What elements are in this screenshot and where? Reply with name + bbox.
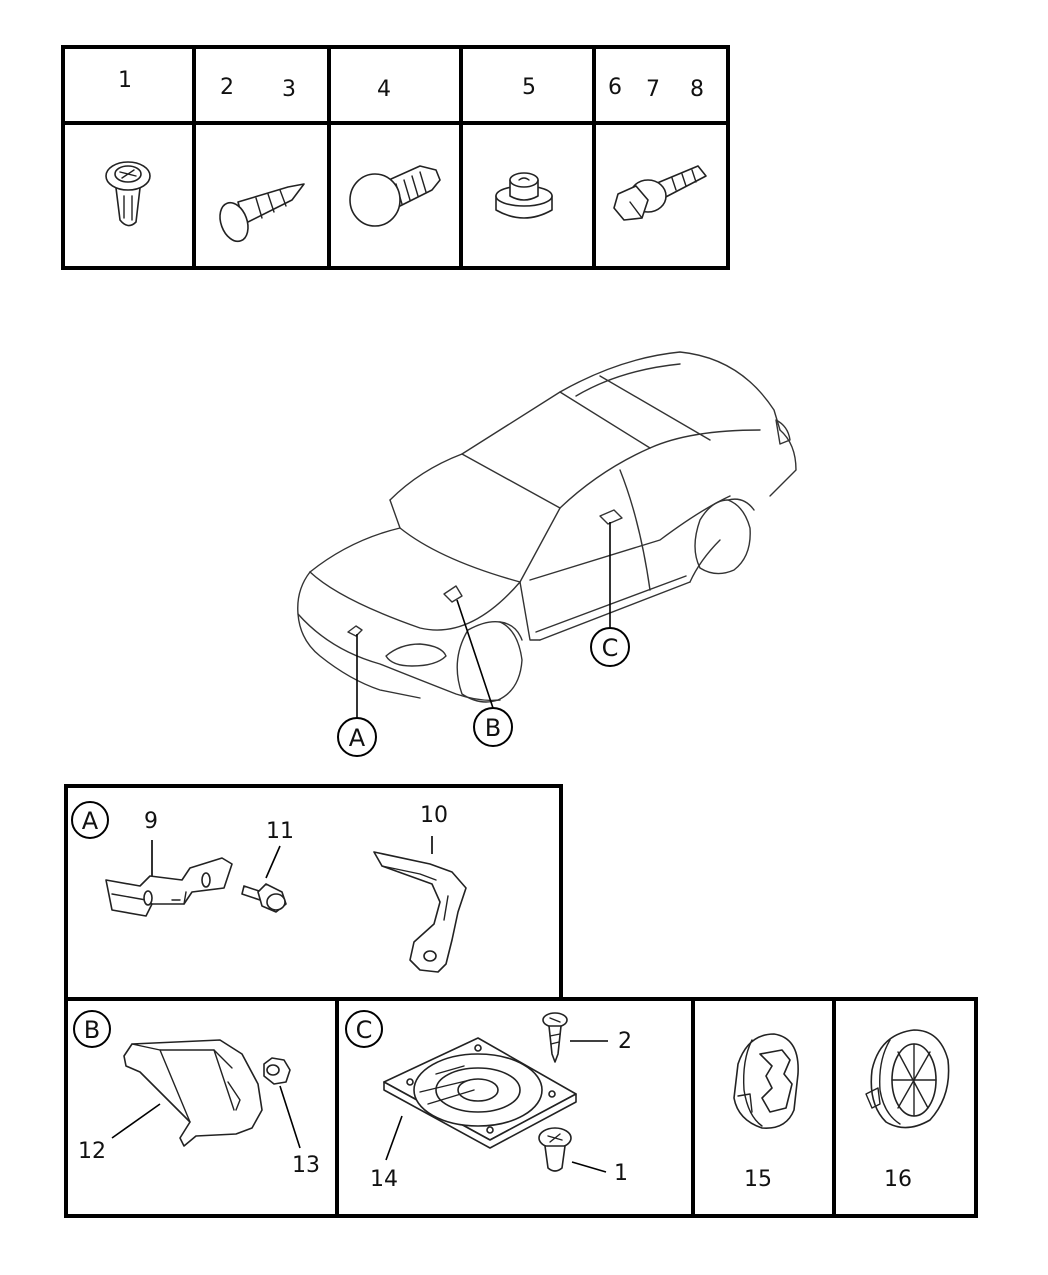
detail-b-panel: B 12 13: [73, 1010, 320, 1178]
callout-a: A: [337, 717, 377, 757]
grommet-nut-icon: [495, 172, 553, 219]
screw-icon: [219, 183, 305, 243]
detail-c-tag: [345, 1010, 383, 1048]
part-number-label: 2: [618, 1029, 632, 1054]
part-number-label: 4: [377, 77, 391, 102]
callout-c: C: [590, 627, 630, 667]
detail-16-panel: 16: [865, 1029, 950, 1192]
part-number-label: 7: [646, 77, 660, 102]
bolt-icon: [241, 883, 287, 913]
fastener-table-border: [61, 45, 730, 270]
detail-15-panel: 15: [733, 1033, 799, 1192]
bracket-icon: [105, 857, 233, 917]
detail-a-panel: A 9 10 11: [64, 784, 563, 1001]
part-number-label: 11: [266, 819, 294, 844]
shield-bracket-icon: [123, 1039, 263, 1147]
plug-cover-icon: [733, 1033, 799, 1129]
detail-a-tag: [71, 801, 109, 839]
part-number-label: 12: [78, 1139, 106, 1164]
part-number-label: 13: [292, 1153, 320, 1178]
part-number-label: 10: [420, 803, 448, 828]
detail-b-tag-label: B: [84, 1016, 100, 1044]
trim-clip-icon: [349, 165, 441, 227]
bolt-icon: [613, 165, 707, 221]
part-number-label: 1: [614, 1161, 628, 1186]
callout-b: B: [473, 707, 513, 747]
mounting-plate-icon: [383, 1037, 577, 1149]
detail-b-tag: [73, 1010, 111, 1048]
svg-text:A: A: [349, 724, 366, 752]
push-nut-icon: [538, 1127, 572, 1172]
detail-c-tag-label: C: [356, 1016, 373, 1044]
detail-bottom-row: [64, 997, 978, 1218]
part-number-label: 6: [608, 75, 622, 100]
part-number-label: 1: [118, 68, 132, 93]
grommet-icon: [865, 1029, 950, 1129]
nut-icon: [263, 1057, 291, 1085]
svg-text:B: B: [485, 714, 501, 742]
detail-a-tag-label: A: [82, 807, 99, 835]
part-number-label: 14: [370, 1167, 398, 1192]
fastener-table: 1 2 3 4 5 6 7 8: [61, 45, 730, 270]
svg-text:C: C: [602, 634, 619, 662]
part-number-label: 16: [884, 1167, 912, 1192]
detail-c-panel: C 2 14 1: [345, 1010, 632, 1192]
long-bracket-icon: [373, 851, 467, 973]
part-number-label: 3: [282, 77, 296, 102]
screw-icon: [542, 1012, 568, 1063]
detail-bottom-border: [64, 997, 978, 1218]
part-number-label: 8: [690, 77, 704, 102]
part-number-label: 15: [744, 1167, 772, 1192]
part-number-label: 5: [522, 75, 536, 100]
push-nut-icon: [105, 161, 151, 227]
part-number-label: 9: [144, 809, 158, 834]
part-number-label: 2: [220, 75, 234, 100]
vehicle-illustration: A B C: [297, 351, 797, 757]
